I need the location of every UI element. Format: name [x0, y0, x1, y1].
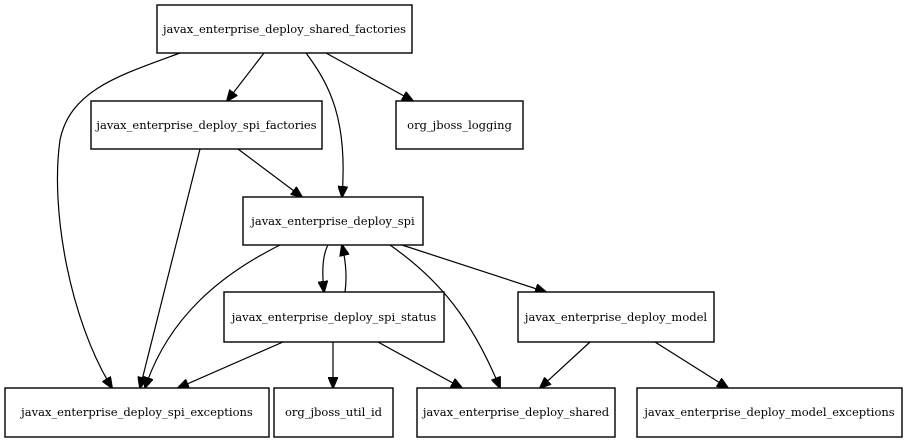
- node-model-exceptions[interactable]: javax_enterprise_deploy_model_exceptions: [636, 387, 903, 438]
- node-spi-factories[interactable]: javax_enterprise_deploy_spi_factories: [90, 100, 323, 150]
- node-jboss-logging[interactable]: org_jboss_logging: [395, 100, 524, 150]
- node-spi-exceptions[interactable]: javax_enterprise_deploy_spi_exceptions: [4, 387, 270, 438]
- node-shared-factories[interactable]: javax_enterprise_deploy_shared_factories: [156, 4, 413, 54]
- edge-spi-to-shared: [389, 244, 500, 388]
- edge-spi-to-spi-status: [323, 244, 329, 292]
- node-label: javax_enterprise_deploy_spi_exceptions: [19, 405, 253, 419]
- node-label: org_jboss_util_id: [285, 405, 383, 419]
- edge-shared-factories-to-spi-exceptions: [56, 52, 181, 388]
- edge-spi-factories-to-spi-exceptions: [140, 148, 201, 388]
- node-util-id[interactable]: org_jboss_util_id: [273, 387, 394, 438]
- edge-spi-factories-to-spi: [237, 148, 302, 197]
- edge-spi-status-to-spi: [342, 245, 346, 293]
- edge-shared-factories-to-spi: [305, 52, 343, 197]
- edge-spi-status-to-spi-exceptions: [178, 341, 284, 388]
- node-label: javax_enterprise_deploy_spi_factories: [94, 118, 316, 132]
- node-label: javax_enterprise_deploy_spi_status: [230, 310, 437, 324]
- node-spi[interactable]: javax_enterprise_deploy_spi: [242, 196, 424, 246]
- node-model[interactable]: javax_enterprise_deploy_model: [517, 291, 715, 343]
- edge-shared-factories-to-spi-factories: [227, 52, 265, 101]
- edges: [56, 52, 728, 388]
- node-spi-status[interactable]: javax_enterprise_deploy_spi_status: [223, 291, 445, 343]
- edge-model-to-model-exceptions: [654, 341, 728, 388]
- edge-spi-status-to-shared: [377, 341, 462, 388]
- node-label: org_jboss_logging: [407, 118, 512, 132]
- nodes: javax_enterprise_deploy_shared_factories…: [4, 4, 903, 438]
- node-label: javax_enterprise_deploy_spi: [249, 214, 415, 228]
- edge-shared-factories-to-jboss-logging: [325, 52, 413, 101]
- edge-spi-to-spi-exceptions: [145, 244, 281, 388]
- node-label: javax_enterprise_deploy_shared: [421, 405, 610, 419]
- edge-spi-to-model: [401, 244, 546, 292]
- node-label: javax_enterprise_deploy_model_exceptions: [642, 405, 894, 419]
- node-shared[interactable]: javax_enterprise_deploy_shared: [416, 387, 616, 438]
- edge-model-to-shared: [540, 341, 591, 388]
- node-label: javax_enterprise_deploy_model: [523, 310, 708, 324]
- node-label: javax_enterprise_deploy_shared_factories: [161, 22, 406, 36]
